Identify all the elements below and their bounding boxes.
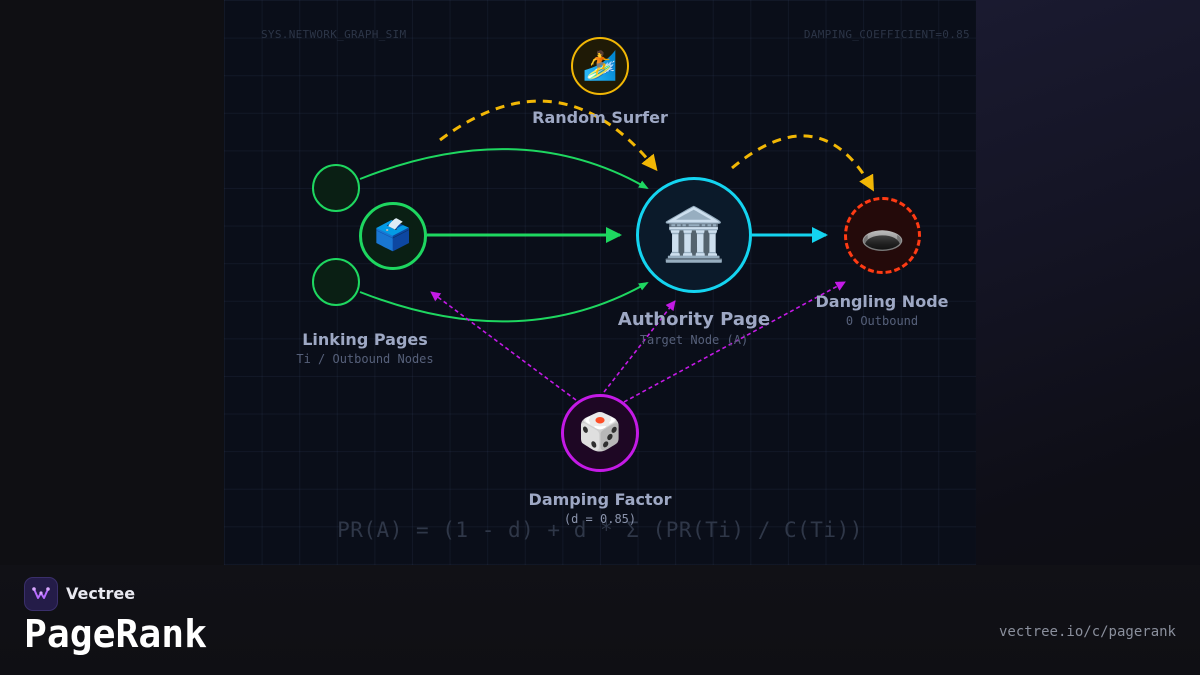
random-surfer-node: 🏄	[571, 37, 629, 95]
dangling-node-sublabel: 0 Outbound	[845, 314, 919, 328]
linking-page-node-top	[312, 164, 360, 212]
damping-factor-label: Damping Factor	[528, 490, 672, 509]
dice-icon: 🎲	[577, 412, 623, 453]
linking-pages-label: Linking Pages	[302, 330, 428, 349]
edge-top-link-to-authority	[359, 148, 649, 189]
edge-damping-to-linking	[430, 291, 577, 401]
authority-page-sublabel: Target Node (A)	[639, 333, 749, 347]
damping-factor-node: 🎲	[561, 394, 639, 472]
random-surfer-label: Random Surfer	[532, 108, 668, 127]
edge-surfer-jump-authority	[439, 99, 658, 172]
edge-surfer-jump-dangling	[731, 134, 874, 192]
left-background	[0, 0, 224, 675]
dangling-node-label: Dangling Node	[815, 292, 949, 311]
linking-page-node-bottom	[312, 258, 360, 306]
authority-page-label: Authority Page	[617, 309, 771, 330]
dangling-node: 🕳️	[844, 197, 921, 274]
ballot-box-icon: 🗳️	[374, 218, 412, 253]
course-url-link[interactable]: vectree.io/c/pagerank	[998, 624, 1176, 640]
surfer-icon: 🏄	[582, 49, 618, 82]
damping-factor-sublabel: (d = 0.85)	[563, 512, 637, 526]
damping-coefficient-tag: DAMPING_COEFFICIENT=0.85	[803, 28, 970, 41]
brand-name[interactable]: Vectree	[66, 584, 136, 603]
linking-pages-sublabel: Ti / Outbound Nodes	[296, 352, 434, 366]
pagerank-formula: PR(A) = (1 - d) + d * Σ (PR(Ti) / C(Ti))	[337, 518, 863, 542]
classical-building-icon: 🏛️	[661, 205, 727, 265]
system-tag: SYS.NETWORK_GRAPH_SIM	[261, 28, 407, 41]
linking-pages-node: 🗳️	[359, 202, 427, 270]
right-background	[976, 0, 1200, 675]
edge-damping-to-authority	[603, 300, 676, 393]
authority-page-node: 🏛️	[636, 177, 752, 293]
page-title: PageRank	[24, 612, 208, 656]
vectree-logo-icon[interactable]	[24, 577, 58, 611]
edge-bottom-link-to-authority	[359, 282, 649, 323]
footer-bar	[0, 565, 1200, 675]
hole-icon: 🕳️	[860, 214, 905, 256]
